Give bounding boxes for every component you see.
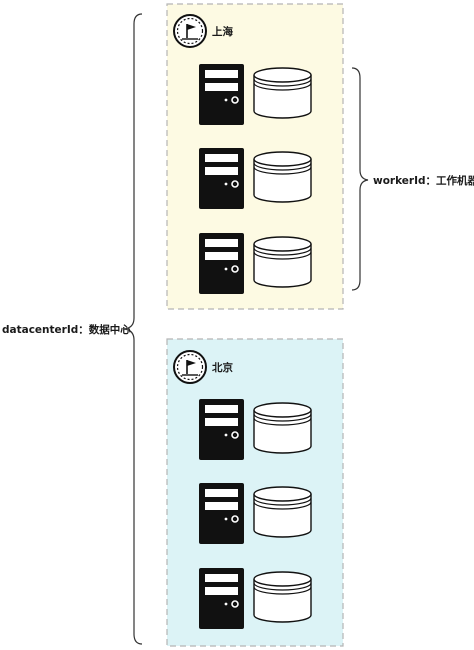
database-icon — [253, 236, 312, 288]
server-tower-icon — [199, 233, 244, 294]
flag-badge-icon — [173, 14, 207, 48]
worker-brace — [351, 67, 369, 291]
database-icon — [253, 571, 312, 623]
database-icon — [253, 402, 312, 454]
datacenter-name-shanghai: 上海 — [212, 26, 233, 38]
server-tower-icon — [199, 399, 244, 460]
server-tower-icon — [199, 64, 244, 125]
datacenter-name-beijing: 北京 — [212, 362, 233, 374]
datacenter-brace — [123, 13, 143, 645]
database-icon — [253, 151, 312, 203]
database-icon — [253, 486, 312, 538]
server-tower-icon — [199, 148, 244, 209]
datacenter-id-label: datacenterId：数据中心 — [2, 324, 131, 336]
database-icon — [253, 67, 312, 119]
server-tower-icon — [199, 568, 244, 629]
worker-id-label: workerId：工作机器 — [373, 175, 474, 187]
server-tower-icon — [199, 483, 244, 544]
flag-badge-icon — [173, 350, 207, 384]
